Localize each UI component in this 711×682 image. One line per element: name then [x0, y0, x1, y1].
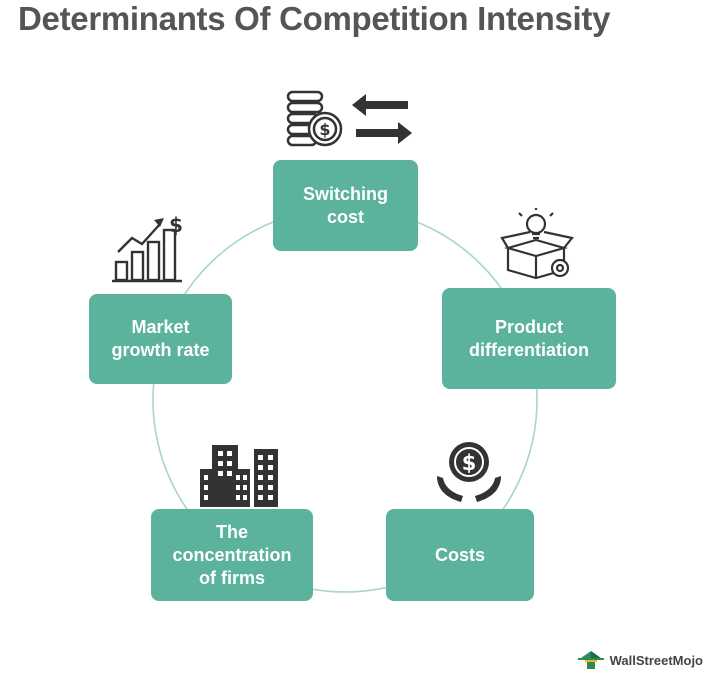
node-label: Market growth rate — [111, 317, 210, 360]
brand: WallStreetMojo — [576, 650, 703, 670]
page-title: Determinants Of Competition Intensity — [18, 0, 611, 37]
node-concentration-of-firms: The concentration of firms — [151, 509, 313, 601]
node-product-differentiation: Product differentiation — [442, 288, 616, 389]
node-market-growth-rate: Market growth rate — [89, 294, 232, 384]
node-label: Costs — [434, 544, 485, 565]
svg-text:$: $ — [462, 451, 477, 475]
hands-dollar-coin-icon: $ — [437, 442, 501, 502]
node-label: Product differentiation — [469, 316, 589, 360]
node-switching-cost: Switching cost — [273, 160, 418, 251]
node-label: Switching cost — [303, 183, 388, 227]
coins-exchange-icon: $ — [286, 90, 412, 147]
brand-name: WallStreetMojo — [609, 652, 703, 668]
growth-chart-dollar-icon: $ — [112, 213, 183, 283]
buildings-icon — [200, 445, 278, 507]
wallstreetmojo-logo-icon — [577, 651, 604, 669]
node-costs: Costs — [386, 509, 534, 601]
svg-text:$: $ — [319, 120, 330, 139]
svg-text:$: $ — [169, 213, 183, 237]
node-label: The concentration of firms — [172, 521, 292, 588]
box-lightbulb-gear-icon — [500, 208, 574, 280]
